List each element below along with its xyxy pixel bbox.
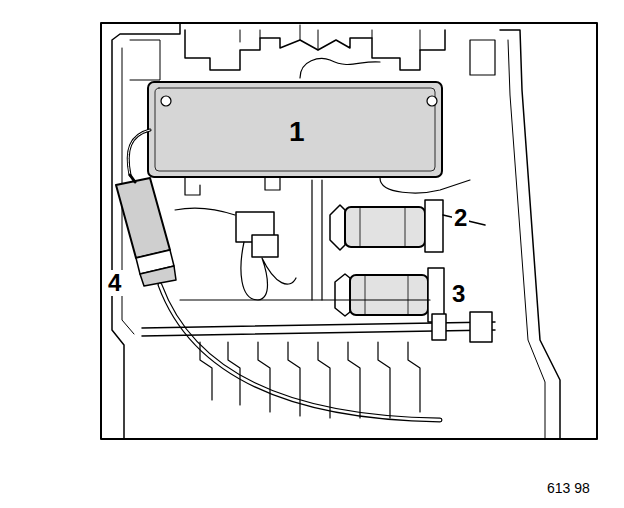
control-unit xyxy=(155,88,435,171)
wire xyxy=(128,130,150,175)
figure-code: 613 98 xyxy=(545,480,592,496)
wire xyxy=(380,178,470,193)
seat-spring xyxy=(180,300,430,418)
seat-bracket xyxy=(470,40,495,75)
seat-frame xyxy=(508,40,545,438)
seat-bracket xyxy=(130,40,160,80)
plug-connector xyxy=(140,266,176,286)
callout-number: 3 xyxy=(450,281,467,307)
seat-bracket xyxy=(240,25,420,50)
wire xyxy=(312,180,322,300)
wire xyxy=(241,242,296,300)
motor xyxy=(330,200,485,252)
callout-number: 1 xyxy=(287,117,307,147)
screw xyxy=(427,96,437,106)
motor xyxy=(335,268,444,322)
plug-connector xyxy=(116,178,170,258)
rod-bearing xyxy=(432,314,446,340)
seat-frame xyxy=(500,30,560,438)
picture-frame xyxy=(101,23,597,439)
callout-number: 2 xyxy=(452,205,469,231)
seat-bracket xyxy=(185,30,445,70)
wire xyxy=(128,130,150,175)
wire xyxy=(300,59,380,78)
screw xyxy=(161,96,171,106)
control-unit xyxy=(148,82,442,177)
wire xyxy=(175,208,235,215)
control-unit-mount xyxy=(185,177,280,195)
wire xyxy=(130,175,135,182)
rod-bearing xyxy=(470,312,492,342)
callout-number: 4 xyxy=(106,270,123,296)
wire-connector xyxy=(252,235,278,257)
